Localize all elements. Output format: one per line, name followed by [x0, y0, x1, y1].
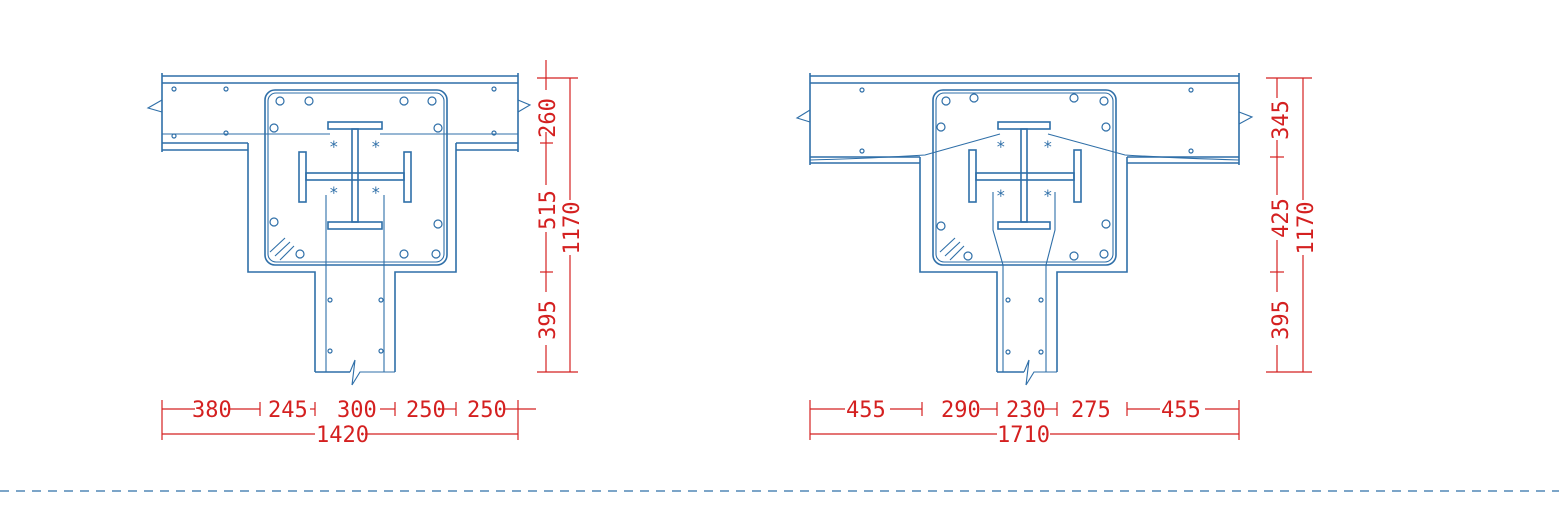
left-side-dimensions: 260 515 395 1170 — [536, 60, 585, 373]
dimension-label: 380 — [192, 398, 232, 423]
left-stud-marks: * * * * — [329, 137, 381, 202]
left-slab-outline — [146, 73, 532, 152]
left-column-outline — [247, 143, 457, 386]
left-joint-detail: * * * * — [146, 60, 585, 448]
stud-mark: * — [329, 137, 339, 156]
dimension-label: 290 — [941, 398, 981, 423]
right-side-dimensions: 345 425 395 1170 — [1266, 77, 1319, 373]
right-column-outline — [919, 157, 1128, 386]
dimension-label: 425 — [1269, 198, 1294, 238]
dimension-total-label: 1710 — [997, 423, 1050, 448]
dimension-label: 275 — [1071, 398, 1111, 423]
stud-mark: * — [1043, 137, 1053, 156]
stud-mark: * — [996, 186, 1006, 205]
right-rebars — [859, 87, 1194, 355]
dimension-label: 395 — [1269, 300, 1294, 340]
right-stirrup-hook — [939, 237, 965, 261]
dimension-label: 345 — [1269, 100, 1294, 140]
left-stirrup — [264, 89, 448, 266]
stud-mark: * — [996, 137, 1006, 156]
stud-mark: * — [371, 137, 381, 156]
dimension-total-label: 1420 — [316, 423, 369, 448]
stud-mark: * — [1043, 186, 1053, 205]
dimension-label: 250 — [406, 398, 446, 423]
dimension-label: 455 — [846, 398, 886, 423]
dimension-label: 395 — [536, 300, 561, 340]
stud-mark: * — [329, 183, 339, 202]
left-steel-cross — [298, 121, 412, 230]
right-joint-detail: * * * * — [795, 73, 1319, 448]
dimension-label: 515 — [536, 190, 561, 230]
left-stirrup-hook — [269, 237, 295, 261]
dimension-label: 245 — [268, 398, 308, 423]
dimension-label: 230 — [1006, 398, 1046, 423]
right-steel-cross — [968, 121, 1082, 230]
stud-mark: * — [371, 183, 381, 202]
dimension-label: 455 — [1161, 398, 1201, 423]
right-slab-outline — [795, 73, 1254, 165]
dimension-label: 300 — [337, 398, 377, 423]
dimension-total-label: 1170 — [560, 202, 585, 255]
right-bottom-dimensions: 455 290 230 275 455 1710 — [809, 398, 1240, 448]
dimension-label: 260 — [536, 98, 561, 138]
left-rebars — [171, 86, 497, 354]
left-bottom-dimensions: 380 245 300 250 250 1420 — [161, 398, 536, 448]
right-stirrup — [932, 89, 1117, 266]
dimension-total-label: 1170 — [1294, 202, 1319, 255]
dimension-label: 250 — [467, 398, 507, 423]
right-stud-marks: * * * * — [996, 137, 1053, 205]
